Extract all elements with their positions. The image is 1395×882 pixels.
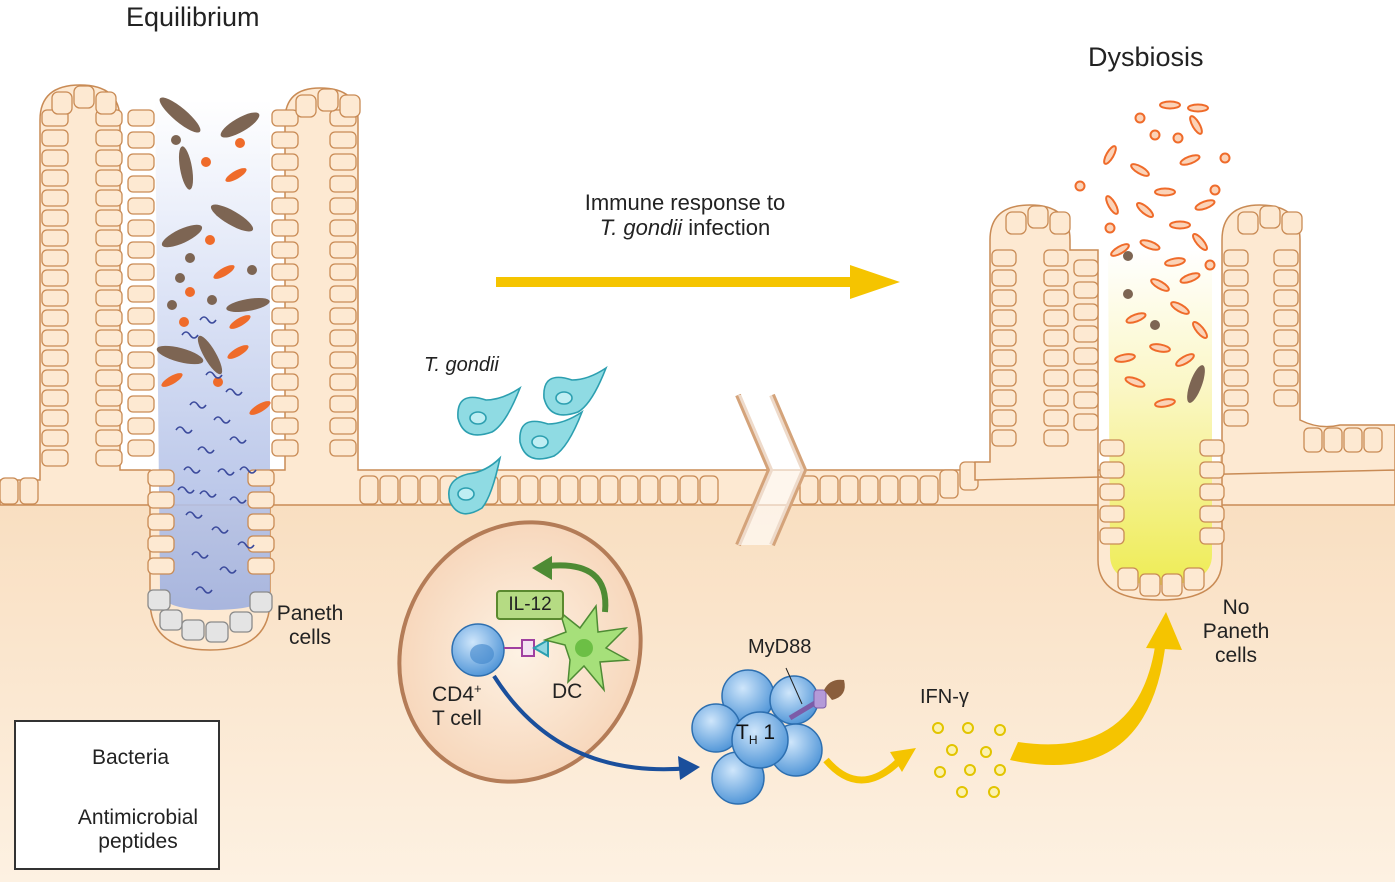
paneth-cells-cluster [147, 589, 273, 643]
lamina-propria [0, 450, 1395, 882]
surface-epithelium-cells [0, 461, 979, 505]
il12-feedback-arrow [547, 562, 609, 613]
bacteria-dysbiosis-brown [1123, 251, 1205, 403]
immune-response-organism: T. gondii [599, 215, 683, 241]
differentiation-arrow [492, 674, 691, 772]
bacteria-equilibrium [156, 97, 271, 415]
immune-response-line2: T. gondii infection [540, 215, 830, 240]
myd88-label: MyD88 [748, 636, 812, 658]
crypt-lumen-dysbiosis [1108, 250, 1212, 585]
il12-badge: IL-12 [496, 590, 564, 620]
myd88-receptor [785, 667, 845, 721]
no-paneth-cells-label: No Paneth cells [1196, 596, 1276, 668]
cd4-superscript: + [474, 681, 482, 696]
equilibrium-title: Equilibrium [126, 2, 260, 32]
th1-t: T [736, 721, 749, 744]
bacteria-dysbiosis [1074, 100, 1231, 408]
t-gondii-parasites [448, 365, 608, 515]
immune-response-arrow [496, 265, 900, 299]
t-gondii-label: T. gondii [424, 354, 499, 376]
th1-subscript: H [748, 733, 758, 748]
dc-label: DC [552, 680, 583, 703]
t-cell-line: T cell [432, 707, 482, 731]
antimicrobial-peptides [175, 316, 257, 594]
no-paneth-line3: cells [1214, 644, 1257, 668]
ifn-gamma-label: IFN-γ [920, 686, 969, 708]
paneth-cells-label: Paneth cells [270, 602, 350, 650]
legend [14, 720, 220, 870]
no-paneth-line2: Paneth [1202, 620, 1270, 644]
lymphoid-compartment [397, 520, 643, 784]
paneth-loss-arrow [1010, 640, 1166, 765]
paneth-cells-line2: cells [288, 626, 331, 650]
cd4-t-cell-label: CD4+ T cell [432, 681, 482, 731]
legend-amp-line2: peptides [98, 830, 178, 854]
cd4-line: CD4+ [432, 681, 482, 707]
ifn-gamma-molecules [932, 722, 1006, 798]
legend-amp-label: Antimicrobial peptides [66, 806, 210, 854]
cd4-text: CD4 [432, 683, 475, 706]
legend-amp-line1: Antimicrobial [77, 806, 199, 829]
immune-response-label: Immune response to T. gondii infection [540, 190, 830, 241]
th1-number: 1 [763, 721, 776, 744]
immune-response-line1: Immune response to [584, 190, 786, 215]
legend-bacteria-label: Bacteria [92, 746, 170, 769]
villus-cells-right [991, 205, 1383, 597]
villus-cells-left [41, 85, 361, 575]
immune-response-infection: infection [682, 215, 771, 241]
th1-label: TH 1 [736, 721, 775, 747]
ifn-release-arrow [823, 757, 903, 784]
tcr-mhc-synapse [504, 638, 549, 658]
no-paneth-line1: No [1222, 596, 1250, 619]
paneth-cells-line1: Paneth [276, 602, 344, 625]
th1-cell-cluster [691, 669, 823, 805]
dysbiosis-title: Dysbiosis [1088, 42, 1204, 72]
